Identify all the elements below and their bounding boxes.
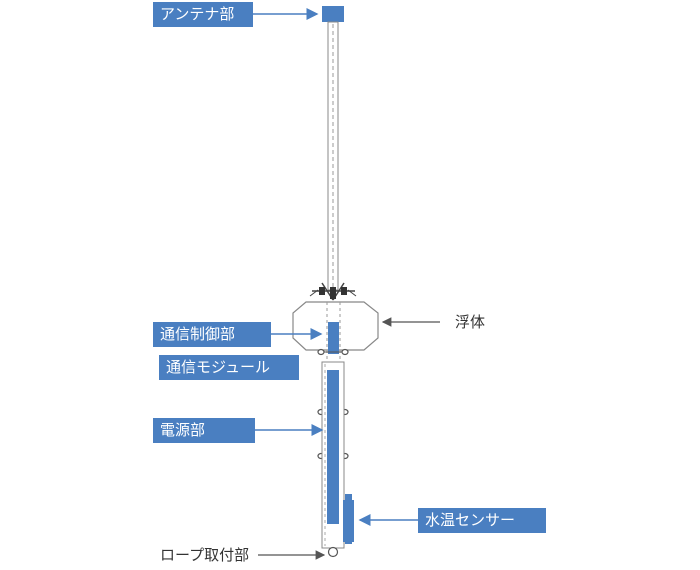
comm-control-block <box>328 322 339 354</box>
antenna-mast <box>327 21 339 291</box>
label-rope-mount: ロープ取付部 <box>160 546 250 564</box>
mast-bracket <box>309 282 357 301</box>
water-temp-sensor-block <box>343 494 354 544</box>
antenna-cap <box>322 6 344 22</box>
label-comm-module: 通信モジュール <box>159 355 299 380</box>
label-water-temp-sensor: 水温センサー <box>418 508 546 533</box>
label-power: 電源部 <box>153 418 255 443</box>
power-block <box>327 370 339 524</box>
label-antenna: アンテナ部 <box>153 2 253 27</box>
label-float: 浮体 <box>455 313 486 331</box>
rope-mount-eye <box>327 546 339 558</box>
label-comm-control: 通信制御部 <box>153 322 271 347</box>
